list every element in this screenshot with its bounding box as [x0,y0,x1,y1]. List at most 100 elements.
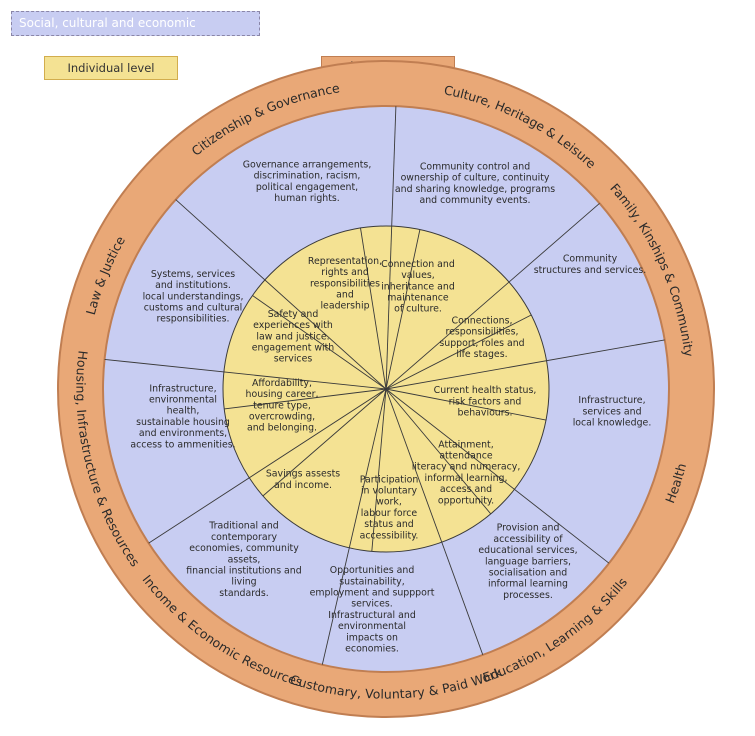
env-text-line: sustainability, [339,576,404,587]
env-text-line: accessibility of [493,534,563,545]
env-text-line: structures and services. [534,265,646,276]
ind-text-line: Safety and [268,309,319,320]
segment-dividers [104,106,665,665]
env-text-line: environmental [149,395,217,406]
outer-divider-6 [148,388,387,544]
environment-segment-texts: Governance arrangements,discrimination, … [130,160,651,655]
inner-divider-3 [385,388,492,515]
env-text-line: sustainable housing [136,417,230,428]
inner-divider-2 [385,388,547,421]
ind-text-line: Current health status, [434,385,537,396]
outer-divider-4 [385,388,484,656]
env-text-line: and community events. [419,195,530,206]
ind-text-line: informal learning, [425,473,508,484]
env-text-line: and sharing knowledge, programs [395,184,555,195]
ind-text-line: leadership [320,301,369,312]
env-text-line: local knowledge. [573,418,652,429]
outer-divider-8 [175,199,387,390]
ind-text-line: accessibility. [360,530,419,541]
outer-divider-5 [321,388,387,665]
ind-text-line: Savings assests [266,469,340,480]
ind-text-line: overcrowding, [249,412,315,423]
env-text-line: and environments, [139,428,227,439]
ind-text-line: support, roles and [439,338,524,349]
env-text-line: political engagement, [256,182,358,193]
env-text-line: economies, community [189,543,299,554]
env-text-line: contemporary [211,532,278,543]
env-text-line: services. [351,599,392,610]
ind-text-line: literacy and numeracy, [412,462,521,473]
env-text-line: language barriers, [485,556,571,567]
ind-text-line: and belonging. [247,423,317,434]
env-text-line: employment and suppport [310,588,435,599]
env-text-line: ownership of culture, continuity [401,173,550,184]
ind-text-line: responsibilities [310,278,380,289]
ind-text-line: services [274,354,313,365]
ind-text-line: Connection and [381,259,455,270]
env-text-line: economies. [345,644,399,655]
ind-text-line: opportunity. [438,495,494,506]
ind-text-line: Attainment, [438,439,493,450]
inner-divider-0 [385,229,421,390]
env-text-line: discrimination, racism, [254,171,361,182]
ind-text-line: in voluntary [361,486,418,497]
outer-divider-2 [385,339,665,390]
env-text-line: impacts on [346,632,398,643]
env-text-line: human rights. [274,193,340,204]
ind-text-line: labour force [361,508,418,519]
ind-text-line: housing career, [246,389,319,400]
ind-text-line: attendance [439,451,493,462]
env-text-line: Community [563,254,618,265]
ind-text-line: rights and [321,267,369,278]
env-text-line: living [231,577,256,588]
inner-divider-7 [252,295,387,390]
inner-divider-1 [385,314,532,390]
ind-text-line: Affordability, [252,378,312,389]
env-text-governance: Governance arrangements,discrimination, … [243,160,372,205]
ind-text-line: law and justice. [256,331,329,342]
ind-text-line: and income. [274,480,332,491]
inner-divider-6 [224,388,387,410]
ind-text-line: Representation, [308,256,382,267]
ind-text-affordability: Affordability,housing career,tenure type… [246,378,319,434]
outer-divider-7 [104,358,387,390]
env-text-line: financial institutions and [186,566,301,577]
ind-text-line: Participation [360,474,419,485]
env-text-line: Infrastructure, [578,395,645,406]
ind-text-line: maintenance [387,293,449,304]
ind-text-line: access and [440,484,492,495]
env-text-line: Infrastructure, [149,383,216,394]
ind-text-connections: Connections,responsibilities,support, ro… [439,316,524,361]
ind-text-line: status and [364,519,413,530]
env-text-line: informal learning [488,579,568,590]
ind-text-line: Connections, [452,316,513,327]
ind-text-line: tenure type, [253,400,311,411]
ind-text-line: of culture. [394,304,442,315]
env-text-line: customs and cultural [144,303,243,314]
ind-text-line: and [336,290,354,301]
ind-text-line: inheritance and [381,281,455,292]
env-text-line: educational services, [478,545,577,556]
env-text-line: Traditional and [208,521,278,532]
legend-individual-level: Individual level [44,56,178,80]
outer-divider-0 [385,106,397,390]
env-text-line: Governance arrangements, [243,160,372,171]
env-text-line: socialisation and [489,568,568,579]
env-text-line: environmental [338,621,406,632]
env-text-line: processes. [503,590,553,601]
env-text-line: assets, [228,554,261,565]
